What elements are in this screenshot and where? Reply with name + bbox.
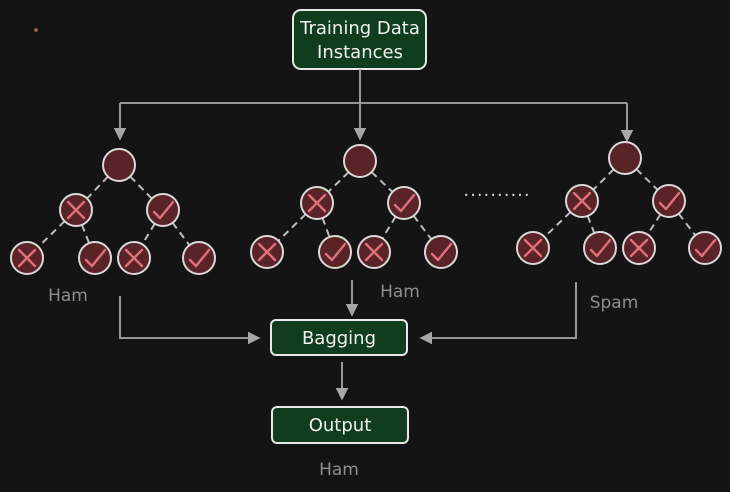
tree-node-cross <box>59 193 93 227</box>
check-icon <box>430 242 453 262</box>
check-icon <box>84 248 107 268</box>
tree-edge <box>129 175 153 200</box>
tree-edge <box>171 222 191 246</box>
tree-edge <box>277 213 307 242</box>
tree-node-cross <box>10 241 44 275</box>
check-icon <box>694 238 717 258</box>
output-label: Output <box>309 415 372 436</box>
tree-node-cross <box>250 235 284 269</box>
cross-icon <box>257 242 277 262</box>
tree-edge <box>592 168 615 191</box>
tree-root-node <box>608 141 642 175</box>
tree-prediction-2: Ham <box>380 282 420 302</box>
check-icon <box>658 191 681 211</box>
stray-dot <box>34 28 38 32</box>
cross-icon <box>364 242 384 262</box>
tree-node-check <box>652 184 686 218</box>
tree-node-check <box>387 186 421 220</box>
tree-prediction-3: Spam <box>590 293 639 313</box>
decision-tree-1 <box>10 148 216 275</box>
check-icon <box>393 193 416 213</box>
tree-root-node <box>102 148 136 182</box>
tree-node-cross <box>300 186 334 220</box>
tree-node-check <box>182 241 216 275</box>
training-data-box: Training Data Instances <box>292 9 427 70</box>
training-data-label-line1: Training Data <box>299 18 420 39</box>
tree-edge <box>586 215 596 234</box>
tree-edge <box>412 215 433 240</box>
tree-node-check <box>688 231 722 265</box>
tree-edge <box>543 211 572 238</box>
tree-edge <box>37 220 66 248</box>
tree-edge <box>141 223 156 245</box>
tree-node-cross <box>117 241 151 275</box>
tree-edge <box>80 224 91 244</box>
tree-edge <box>327 171 350 193</box>
check-icon <box>324 242 347 262</box>
tree-node-check <box>146 193 180 227</box>
decision-tree-2 <box>250 144 458 269</box>
tree-edge <box>321 217 331 238</box>
tree-node-cross <box>622 231 656 265</box>
cross-icon <box>124 248 144 268</box>
tree-edge <box>635 168 659 191</box>
cross-icon <box>307 193 327 213</box>
output-box: Output <box>271 406 409 444</box>
tree-edge <box>370 171 394 193</box>
tree-edge <box>86 175 109 200</box>
tree-node-check <box>424 235 458 269</box>
cross-icon <box>66 200 86 220</box>
tree-node-check <box>318 235 352 269</box>
bagging-label: Bagging <box>302 328 376 349</box>
distribution-arrows <box>113 69 634 143</box>
check-icon <box>152 200 175 220</box>
tree-node-cross <box>516 231 550 265</box>
bagging-box: Bagging <box>270 319 408 356</box>
check-icon <box>589 238 612 258</box>
tree-node-cross <box>357 235 391 269</box>
tree-node-cross <box>565 184 599 218</box>
tree-edge <box>646 213 662 236</box>
training-data-label-line2: Instances <box>317 42 403 63</box>
tree-edge <box>677 213 697 236</box>
cross-icon <box>629 238 649 258</box>
aggregation-arrows <box>119 280 577 401</box>
check-icon <box>188 248 211 268</box>
cross-icon <box>17 248 37 268</box>
tree-edge <box>381 216 397 239</box>
cross-icon <box>572 191 592 211</box>
tree-root-node <box>343 144 377 178</box>
ellipsis: .......... <box>463 180 530 201</box>
final-prediction: Ham <box>319 460 359 480</box>
tree-node-check <box>583 231 617 265</box>
trees-group <box>10 141 722 275</box>
cross-icon <box>523 238 543 258</box>
decision-tree-3 <box>516 141 722 265</box>
tree-node-check <box>78 241 112 275</box>
tree-prediction-1: Ham <box>48 286 88 306</box>
